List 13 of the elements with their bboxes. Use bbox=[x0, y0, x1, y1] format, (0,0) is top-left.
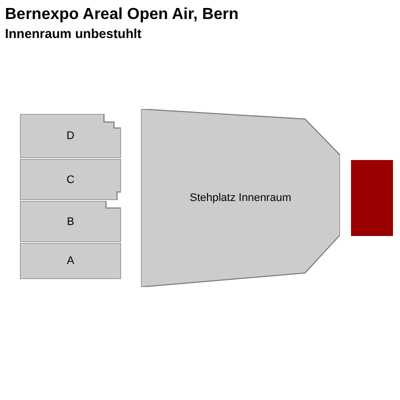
section-label: C bbox=[66, 174, 76, 186]
section-label: D bbox=[66, 130, 76, 142]
venue-title: Bernexpo Areal Open Air, Bern bbox=[5, 6, 239, 24]
area-label: Stehplatz Innenraum bbox=[188, 192, 292, 204]
seating-section bbox=[20, 201, 121, 242]
seating-section bbox=[20, 159, 121, 200]
seating-section bbox=[20, 243, 121, 279]
section-label: A bbox=[66, 255, 76, 267]
standing-area bbox=[141, 109, 340, 287]
subtitle: Innenraum unbestuhlt bbox=[5, 26, 142, 41]
stage-block bbox=[351, 160, 393, 236]
seating-section bbox=[20, 114, 121, 158]
section-label: B bbox=[66, 216, 76, 228]
